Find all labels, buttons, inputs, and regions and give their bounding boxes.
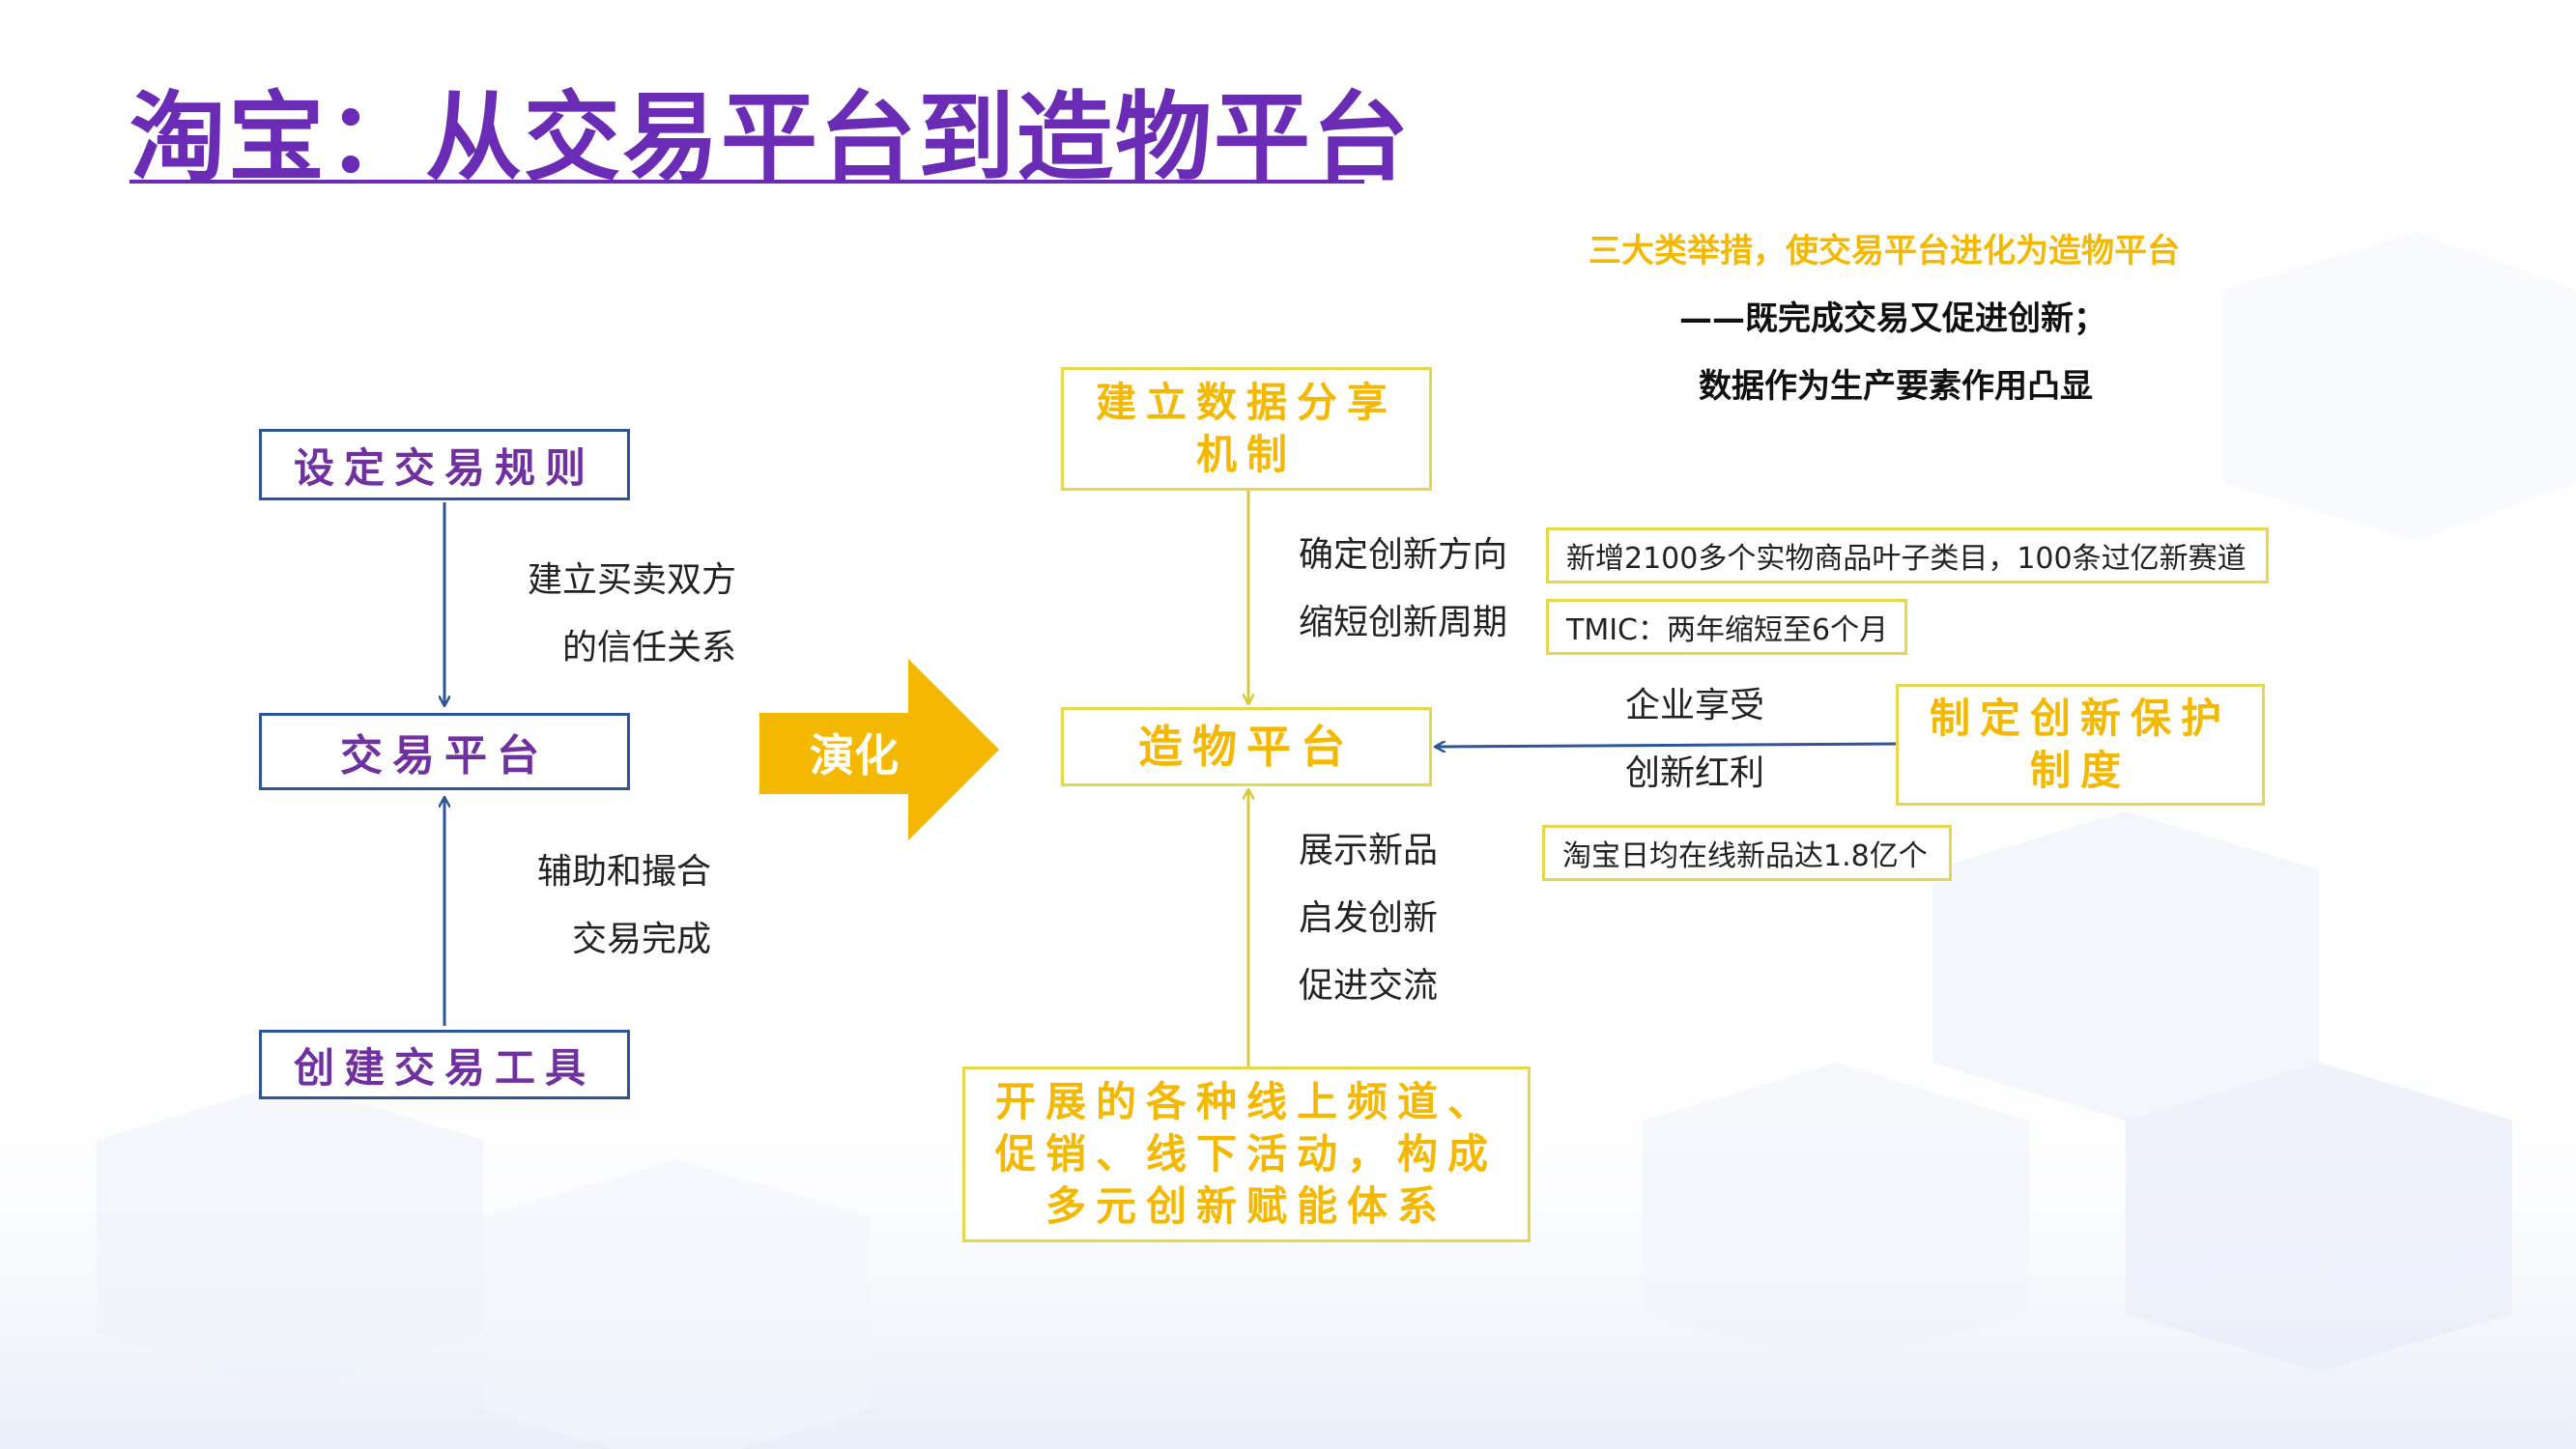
box-set-trading-rules-text: 设定交易规则 [293,443,595,492]
label-innovation-direction-line1: 确定创新方向 [1299,535,1508,575]
box-innovation-system: 开展的各种线上频道、 促销、线下活动，构成 多元创新赋能体系 [962,1066,1531,1242]
note-data-as-factor: 数据作为生产要素作用凸显 [1699,367,2093,406]
label-innovation-direction-line2: 缩短创新周期 [1299,603,1508,642]
note-trade-and-innovation: ——既完成交易又促进创新； [1679,299,2106,338]
box-data-sharing: 建立数据分享 机制 [1061,367,1432,491]
box-innovation-system-line1: 开展的各种线上频道、 [994,1078,1498,1125]
detail-tmic-text: TMIC：两年缩短至6个月 [1566,613,1889,647]
detail-daily-new-products: 淘宝日均在线新品达1.8亿个 [1542,825,1952,881]
label-innovation-dividend-line1: 企业享受 [1625,686,1765,725]
label-innovation-dividend-line2: 创新红利 [1625,753,1765,793]
box-innovation-protection-line2: 制度 [2029,747,2131,794]
detail-new-categories-text: 新增2100多个实物商品叶子类目，100条过亿新赛道 [1566,542,2247,576]
box-trading-platform: 交易平台 [259,713,630,790]
arrow-protection-to-creation [1436,744,1897,747]
box-set-trading-rules: 设定交易规则 [259,429,630,500]
detail-new-categories: 新增2100多个实物商品叶子类目，100条过亿新赛道 [1546,527,2269,583]
box-create-trading-tools: 创建交易工具 [259,1030,630,1099]
label-show-new-products-line1: 展示新品 [1299,831,1439,870]
evolve-arrow [759,659,999,840]
label-build-trust: 建立买卖双方 的信任关系 [512,547,736,682]
evolve-arrow-label: 演化 [810,729,899,781]
box-creation-platform-text: 造物平台 [1138,721,1355,773]
label-assist-matching-line2: 交易完成 [571,920,711,959]
label-show-new-products-line3: 促进交流 [1299,966,1439,1006]
detail-tmic: TMIC：两年缩短至6个月 [1546,599,1907,655]
box-data-sharing-line1: 建立数据分享 [1095,379,1397,426]
box-innovation-system-line3: 多元创新赋能体系 [1045,1182,1447,1230]
box-trading-platform-text: 交易平台 [340,731,549,781]
label-show-new-products-line2: 启发创新 [1299,898,1439,938]
box-innovation-protection-line1: 制定创新保护 [1929,695,2231,742]
detail-daily-new-products-text: 淘宝日均在线新品达1.8亿个 [1562,839,1928,873]
label-show-new-products: 展示新品 启发创新 促进交流 [1299,817,1438,1020]
box-innovation-protection: 制定创新保护 制度 [1896,684,2265,806]
title-underline [129,180,1364,184]
page-title: 淘宝：从交易平台到造物平台 [129,81,1411,194]
label-build-trust-line2: 的信任关系 [561,628,736,668]
box-create-trading-tools-text: 创建交易工具 [293,1043,595,1092]
label-innovation-dividend: 企业享受 创新红利 [1625,672,1764,808]
box-innovation-system-line2: 促销、线下活动，构成 [994,1130,1498,1178]
label-assist-matching-line1: 辅助和撮合 [536,852,711,892]
box-creation-platform: 造物平台 [1061,707,1432,786]
label-assist-matching: 辅助和撮合 交易完成 [514,838,711,974]
note-three-measures: 三大类举措，使交易平台进化为造物平台 [1589,232,2180,270]
box-data-sharing-line2: 机制 [1195,431,1297,478]
label-build-trust-line1: 建立买卖双方 [527,560,736,600]
label-innovation-direction: 确定创新方向 缩短创新周期 [1299,522,1507,657]
